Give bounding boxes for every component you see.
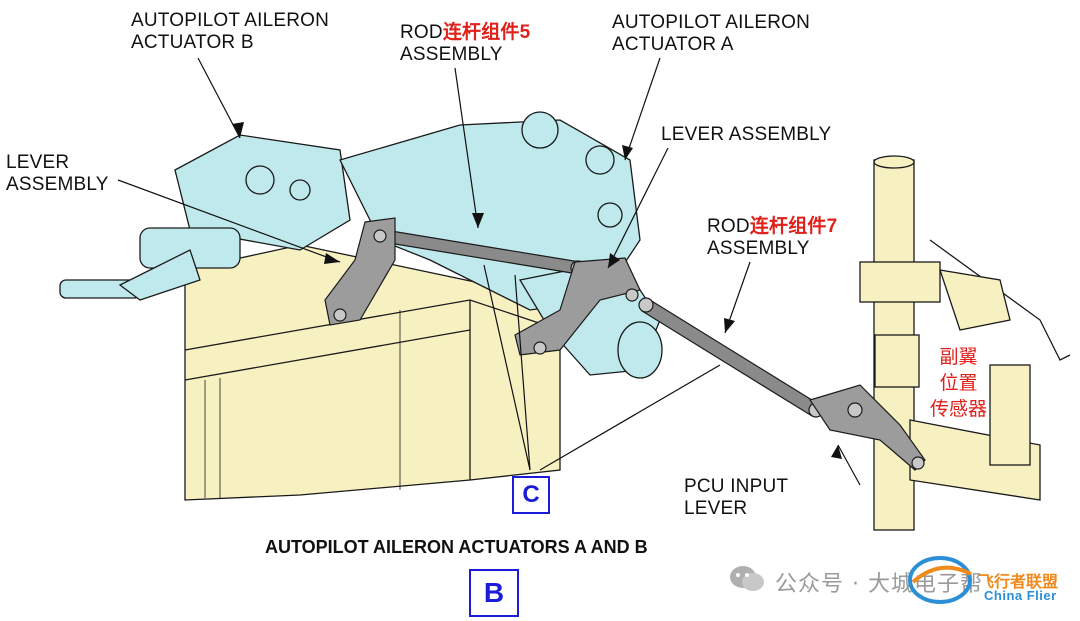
actuator-b-body <box>59 134 351 301</box>
china-flier-logo-icon <box>908 556 972 604</box>
label-lever-assembly-right: LEVER ASSEMBLY <box>661 124 832 145</box>
label-rod-assembly-7: ROD连杆组件7 ASSEMBLY <box>707 216 838 259</box>
lever-assembly-right <box>514 257 641 356</box>
callout-c-box: C <box>512 476 550 514</box>
leader-arrowheads <box>232 122 842 459</box>
label-rod-assembly-5: ROD连杆组件5 ASSEMBLY <box>400 22 531 65</box>
label-aileron-position-sensor: 副翼位置传感器 <box>930 346 988 420</box>
diagram-caption: AUTOPILOT AILERON ACTUATORS A AND B <box>265 537 648 557</box>
wechat-icon <box>730 566 764 591</box>
pcu-input-lever <box>809 384 926 471</box>
support-structure <box>184 244 561 501</box>
watermark-brand-cn: 飞行者联盟 <box>978 572 1059 591</box>
right-structure <box>859 155 1071 531</box>
watermark-text: 公众号 · 大城电子帮 <box>775 572 983 597</box>
leader-lines <box>117 57 861 486</box>
watermark-brand-en: China Flier <box>984 588 1057 603</box>
callout-b-box: B <box>469 569 519 617</box>
lever-assembly-left <box>324 217 396 326</box>
